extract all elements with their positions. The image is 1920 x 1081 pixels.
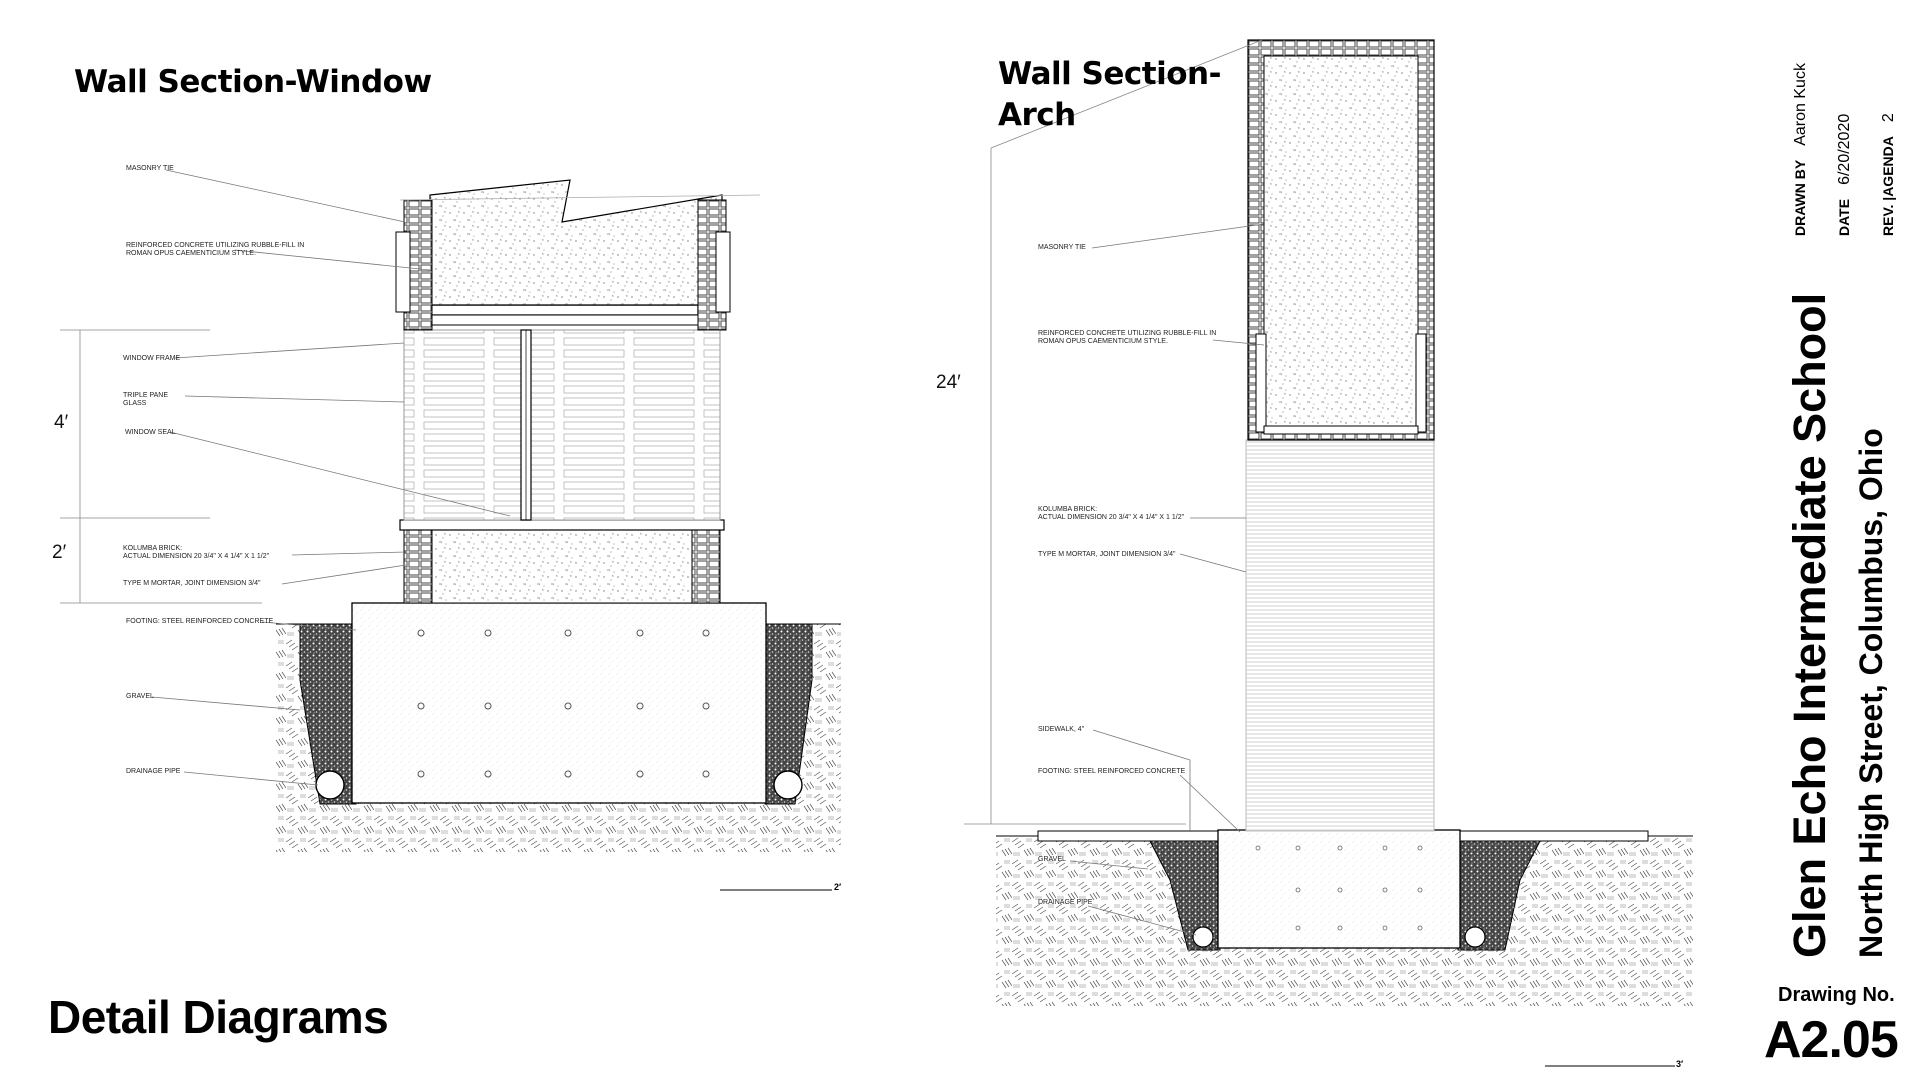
window-note-reinforced-concrete: REINFORCED CONCRETE UTILIZING RUBBLE-FIL… [126,242,305,257]
rev-value: 2 [1880,113,1897,123]
rev-label: REV. |AGENDA [1880,136,1896,236]
arch-title-line2: Arch [998,97,1076,133]
window-note-drainage-pipe: DRAINAGE PIPE [126,768,181,775]
rev-row: REV. |AGENDA 2 [1880,113,1898,236]
brick-column [1245,439,1435,832]
project-address: North High Street, Columbus, Ohio [1853,428,1889,958]
project-name: Glen Echo Intermediate School [1784,292,1835,958]
arch-note-kolumba-brick: KOLUMBA BRICK: ACTUAL DIMENSION 20 3/4" … [1038,506,1185,521]
window-section-drawing [60,169,841,891]
drawn-by-row: DRAWN BY Aaron Kuck [1792,63,1810,236]
arch-note-footing: FOOTING: STEEL REINFORCED CONCRETE [1038,768,1186,775]
arch-section-drawing [964,39,1693,1067]
drawing-no-label: Drawing No. [1778,984,1895,1006]
window-note-triple-pane-glass: TRIPLE PANE GLASS [123,392,168,407]
arch-section-title: Wall Section- Arch [998,54,1221,136]
drawing-no-value: A2.05 [1764,1011,1899,1069]
window-note-kolumba-brick: KOLUMBA BRICK: ACTUAL DIMENSION 20 3/4" … [123,545,270,560]
drainage-pipe-right [773,770,803,800]
arch-note-masonry-tie: MASONRY TIE [1038,244,1086,251]
window-note-gravel: GRAVEL [126,693,154,700]
window-dim-upper: 4′ [54,412,69,433]
date-label: DATE [1836,198,1852,236]
drainage-pipe-left [315,770,345,800]
arch-note-gravel: GRAVEL [1038,856,1066,863]
footing [351,602,767,804]
arch-note-reinforced-concrete: REINFORCED CONCRETE UTILIZING RUBBLE-FIL… [1038,330,1217,345]
window-note-mortar: TYPE M MORTAR, JOINT DIMENSION 3/4" [123,580,261,587]
drawn-by-value: Aaron Kuck [1792,63,1809,146]
window-dim-lower: 2′ [52,542,67,563]
window-note-footing: FOOTING: STEEL REINFORCED CONCRETE [126,618,274,625]
window-note-window-frame: WINDOW FRAME [123,355,181,362]
arch-title-line1: Wall Section- [998,56,1221,92]
window-note-masonry-tie: MASONRY TIE [126,165,174,172]
window-section-title: Wall Section-Window [74,64,432,100]
page-title: Detail Diagrams [48,991,389,1043]
arch-note-sidewalk: SIDEWALK, 4" [1038,726,1085,733]
arch-scale-label: 3′ [1676,1059,1684,1069]
drawn-by-label: DRAWN BY [1792,159,1808,236]
gravel-left [299,623,357,805]
arch-dim-height: 24′ [936,372,961,393]
date-row: DATE 6/20/2020 [1836,114,1854,236]
arch-note-mortar: TYPE M MORTAR, JOINT DIMENSION 3/4" [1038,551,1176,558]
window-scale-label: 2′ [834,882,842,892]
window-note-window-seal: WINDOW SEAL [125,429,176,436]
date-value: 6/20/2020 [1836,113,1853,185]
arch-note-drainage-pipe: DRAINAGE PIPE [1038,899,1093,906]
